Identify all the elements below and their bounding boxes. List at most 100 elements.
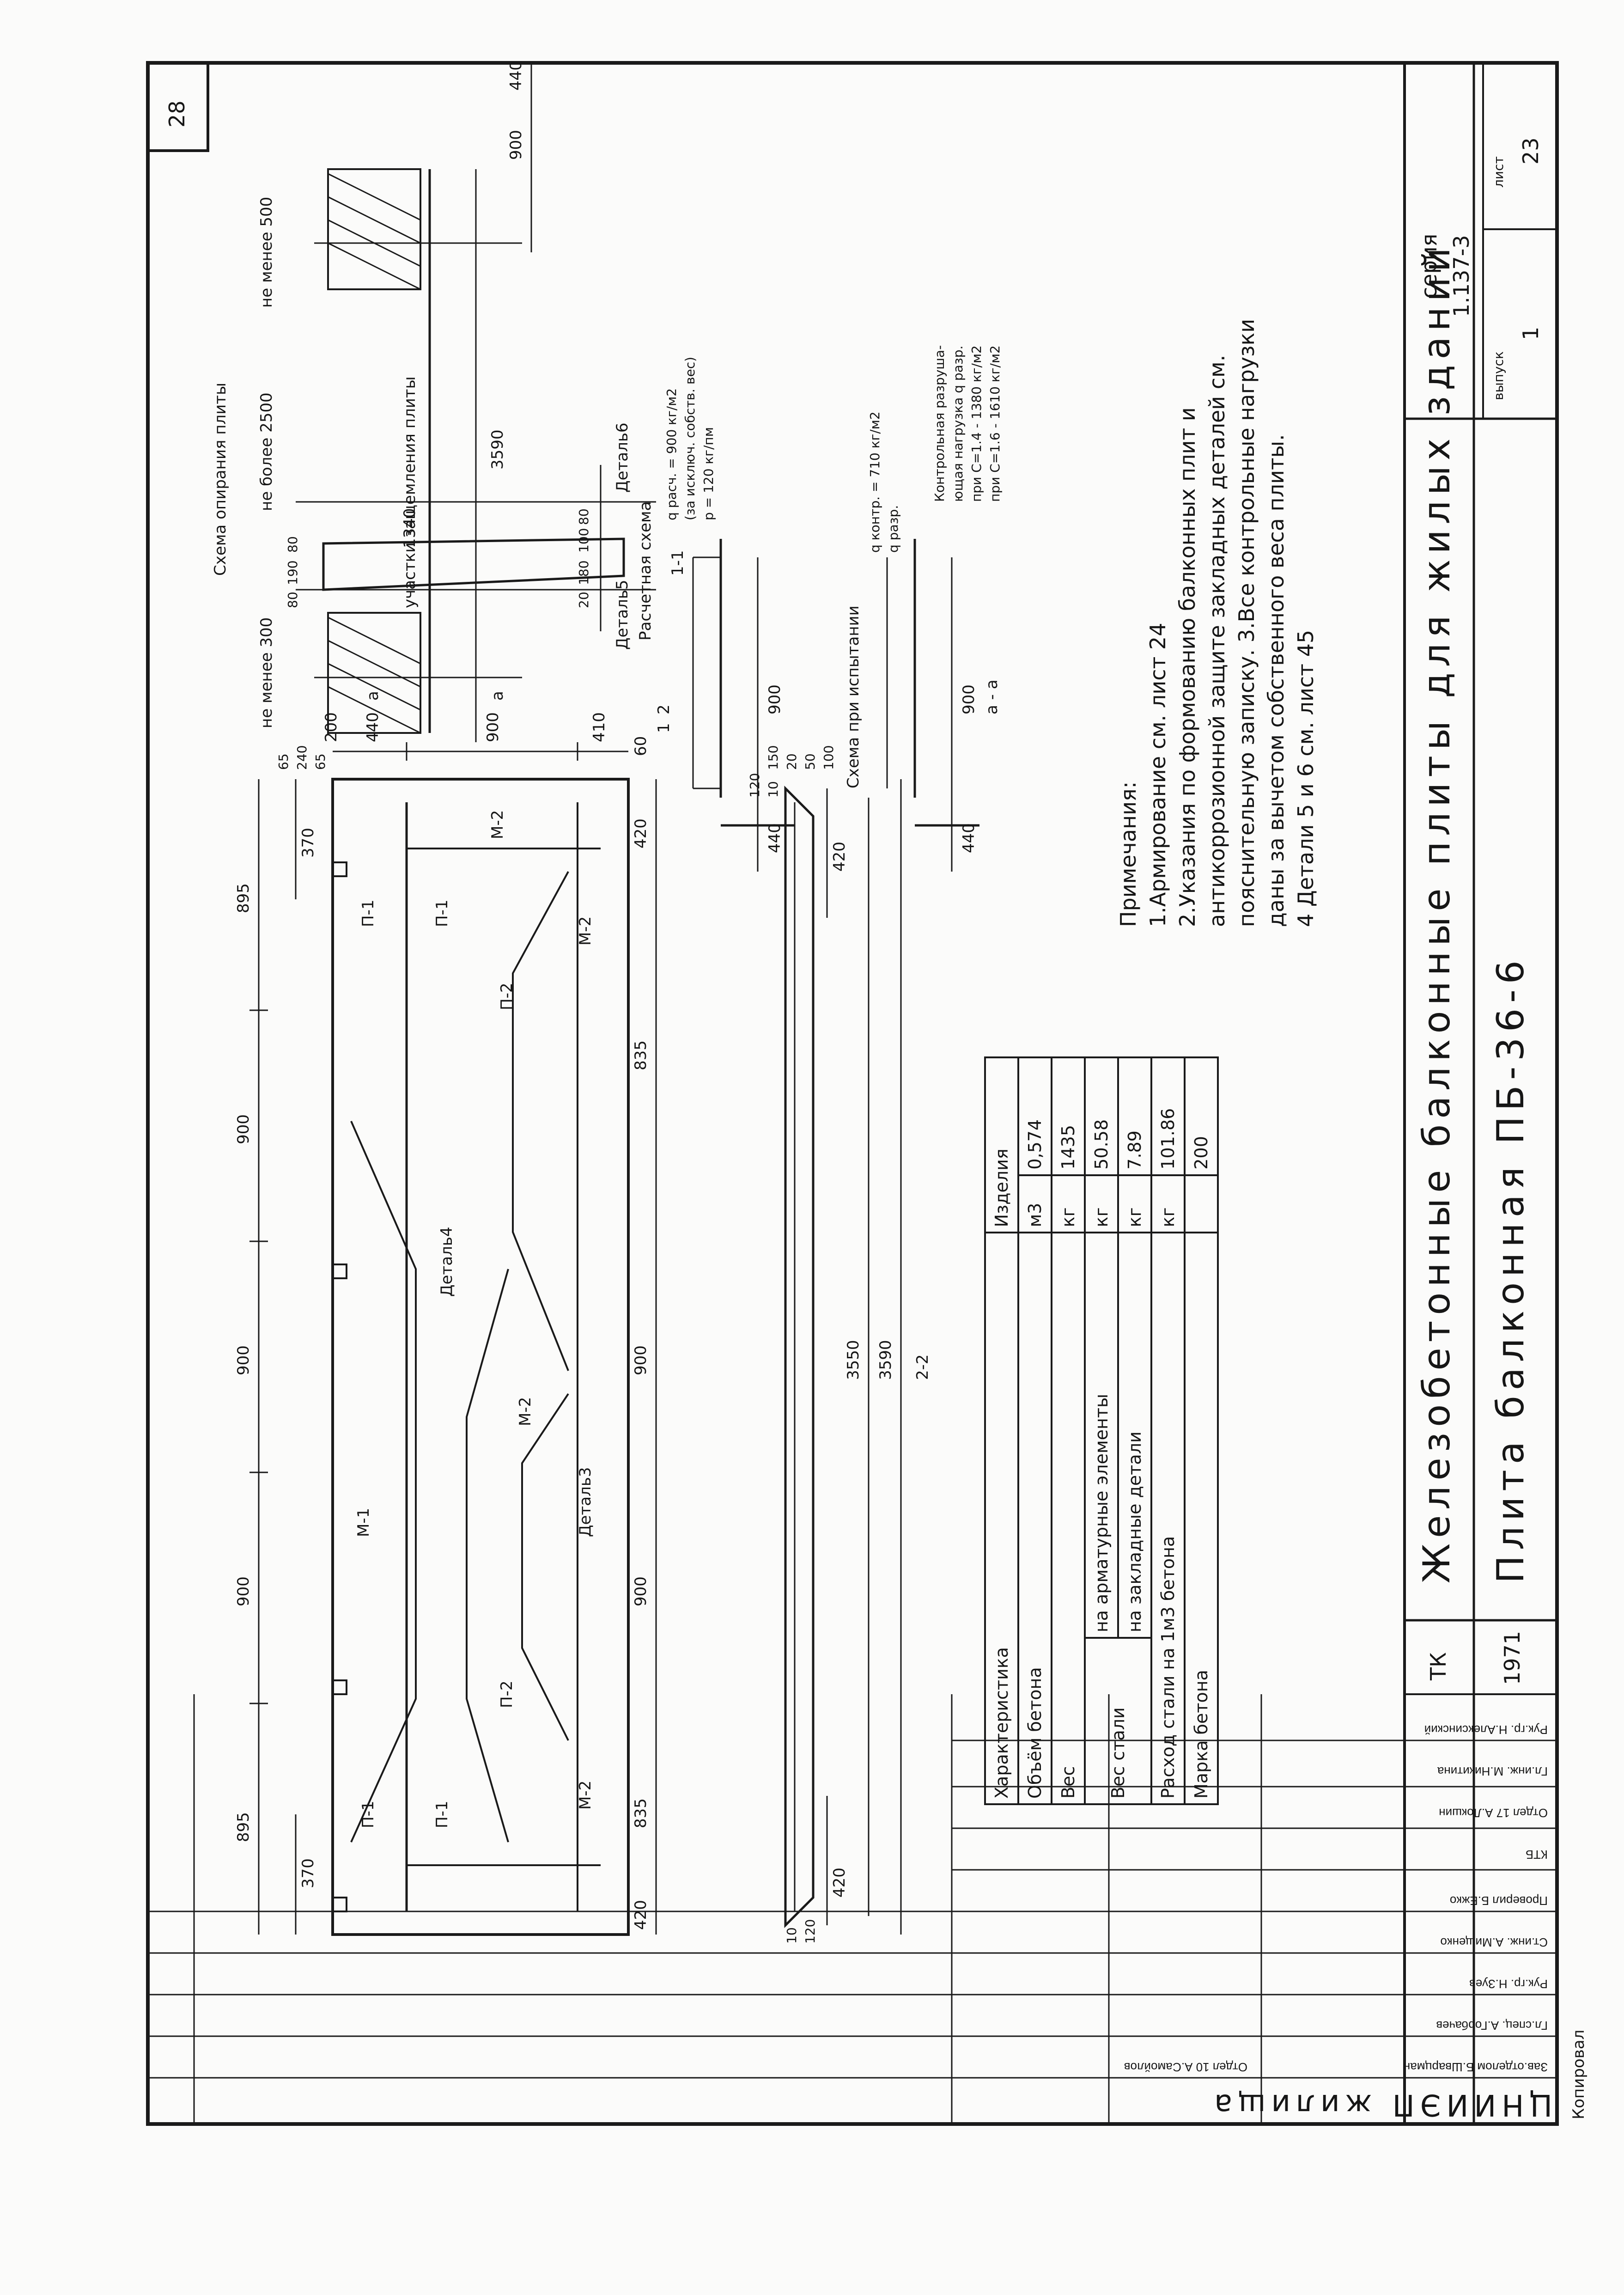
plan-dim-top-2: 900	[234, 1576, 253, 1606]
title-sheet-label: лист	[1491, 156, 1506, 188]
signature-7: Отдел 17 А.Локшин	[1439, 1806, 1548, 1820]
calc-dim-440: 440	[766, 823, 784, 853]
table-cell-unit: кг	[1052, 1175, 1085, 1233]
plan-side-dim-410: 410	[590, 712, 608, 742]
support-label-a-left2: а	[488, 691, 507, 701]
table-header-item: Изделия	[985, 1057, 1018, 1233]
plan-label-m2-c: М-2	[576, 916, 595, 946]
table-cell-value: 101.86	[1151, 1057, 1185, 1175]
plan-dim-370-left: 370	[299, 1858, 317, 1888]
plan-dim-bottom-3: 900	[632, 1576, 650, 1606]
plan-dim-bottom-4: 900	[632, 1345, 650, 1375]
properties-table: Характеристика Изделия Объём бетона м3 0…	[984, 1056, 1219, 1805]
section22-dim-50: 50	[803, 753, 818, 770]
notes-line-5: даны за вычетом собственного веса плиты.	[1264, 434, 1289, 927]
plan-label-p1-a: П-1	[359, 1801, 377, 1828]
section22-title: 2-2	[913, 1354, 932, 1380]
plan-mark-1: 1	[655, 723, 673, 733]
signature-6: КТБ	[1525, 1848, 1548, 1862]
plan-mark-2: 2	[655, 704, 673, 714]
plan-label-p2-a: П-2	[498, 1680, 516, 1708]
notes-line-1: 1.Армирование см. лист 24	[1145, 623, 1170, 927]
section11-dim-190: 190	[285, 560, 300, 585]
test-control-text2: ющая нагрузка q разр.	[950, 345, 966, 502]
plan-side-dim-240: 240	[294, 745, 310, 770]
title-year: 1971	[1500, 1630, 1525, 1685]
plan-dim-60: 60	[632, 736, 650, 756]
section11-dim-80b: 80	[285, 536, 300, 553]
table-cell-value: 50.58	[1085, 1057, 1118, 1175]
table-header-row: Характеристика Изделия	[985, 1057, 1018, 1804]
test-dim-900: 900	[960, 684, 978, 714]
test-load-control: q контр. = 710 кг/м2	[867, 411, 882, 553]
notes-heading: Примечания:	[1116, 781, 1141, 927]
sheet-number-box	[146, 61, 209, 152]
support-left-note: не менее 300	[257, 617, 276, 728]
section22-dim-150: 150	[766, 745, 781, 770]
section11-dim-20: 20	[576, 592, 591, 608]
plan-dim-bottom-1: 420	[632, 1900, 650, 1930]
test-scheme-title: Схема при испытании	[844, 605, 863, 788]
table-cell-unit: кг	[1151, 1175, 1185, 1233]
table-cell-unit: м3	[1018, 1175, 1052, 1233]
support-dim-440: 440	[507, 61, 525, 91]
table-cell-group: Вес стали	[1085, 1638, 1151, 1804]
table-row: Вес стали на арматурные элементы кг 50.5…	[1085, 1057, 1151, 1804]
support-label-a-left: а	[364, 691, 382, 701]
org-logo-text: ЦНИИЭП жилища	[1209, 2087, 1552, 2122]
table-cell-value: 200	[1185, 1057, 1218, 1175]
copied-label: Копировал	[1569, 2029, 1588, 2119]
plan-dim-370-right: 370	[299, 828, 317, 858]
table-row: Вес кг 1435	[1052, 1057, 1085, 1804]
section22-small-120a: 120	[803, 1919, 818, 1944]
notes-line-4: пояснительную записку. 3.Все контрольные…	[1234, 318, 1259, 927]
table-cell-value: 7.89	[1118, 1057, 1151, 1175]
section22-dim-420a: 420	[830, 1868, 849, 1898]
plan-dim-top-1: 895	[234, 1812, 253, 1842]
title-tk: ТК	[1426, 1652, 1451, 1680]
test-c14: при С=1.4 - 1380 кг/м2	[969, 345, 984, 502]
notes-block: Примечания: 1.Армирование см. лист 24 2.…	[1113, 319, 1320, 927]
frame-border	[146, 61, 1559, 2126]
sheet-number: 28	[164, 100, 189, 128]
section11-detail5: Деталь5	[613, 580, 632, 650]
plan-label-p1-b: П-1	[433, 1801, 451, 1828]
plan-dim-bottom-5: 835	[632, 1040, 650, 1070]
calc-dim-900: 900	[766, 684, 784, 714]
plan-side-dim-200: 200	[322, 712, 341, 742]
calc-scheme	[692, 539, 795, 872]
section11-dim-1340: 1340	[401, 508, 419, 548]
plan-dim-top-4: 900	[234, 1114, 253, 1144]
plan-label-detail3: Деталь3	[576, 1467, 595, 1537]
support-scheme	[314, 63, 532, 742]
table-row: Марка бетона 200	[1185, 1057, 1218, 1804]
table-cell-value: 1435	[1052, 1057, 1085, 1175]
table-cell-name: на закладные детали	[1118, 1233, 1151, 1638]
table-row: Объём бетона м3 0,574	[1018, 1057, 1052, 1804]
plan-side-dim-65a: 65	[276, 753, 291, 770]
signature-8: Гл.инж. М.Никитина	[1437, 1764, 1548, 1778]
table-header-char: Характеристика	[985, 1233, 1018, 1804]
plan-side-dim-900: 900	[484, 712, 502, 742]
plan-label-p2-b: П-2	[498, 983, 516, 1010]
section22-small-10a: 10	[784, 1927, 799, 1944]
calc-self-weight: (за исключ. собств. вес)	[682, 356, 698, 520]
plan-dim-top-5: 895	[234, 883, 253, 913]
title-issue: 1	[1518, 326, 1543, 340]
table-row: Расход стали на 1м3 бетона кг 101.86	[1151, 1057, 1185, 1804]
support-zone-label: участки защемления плиты	[401, 376, 419, 608]
plan-label-detail4: Деталь4	[438, 1227, 456, 1297]
plan-dim-top-3: 900	[234, 1345, 253, 1375]
section22-dim-420b: 420	[830, 842, 849, 872]
title-series: 1.137-3	[1449, 235, 1474, 317]
support-dim-span: 3590	[488, 429, 507, 470]
signature-1: Зав.отделом Б.Шварцман	[1403, 2060, 1548, 2074]
table-cell-unit: кг	[1118, 1175, 1151, 1233]
plan-label-m2-a: М-2	[516, 1397, 535, 1426]
title-sub: Плита балконная ПБ-36-6	[1489, 955, 1532, 1583]
notes-line-2: 2.Указания по формованию балконных плит …	[1175, 407, 1200, 927]
plan-side-dim-440: 440	[364, 712, 382, 742]
section22-small-120b: 120	[747, 773, 762, 798]
